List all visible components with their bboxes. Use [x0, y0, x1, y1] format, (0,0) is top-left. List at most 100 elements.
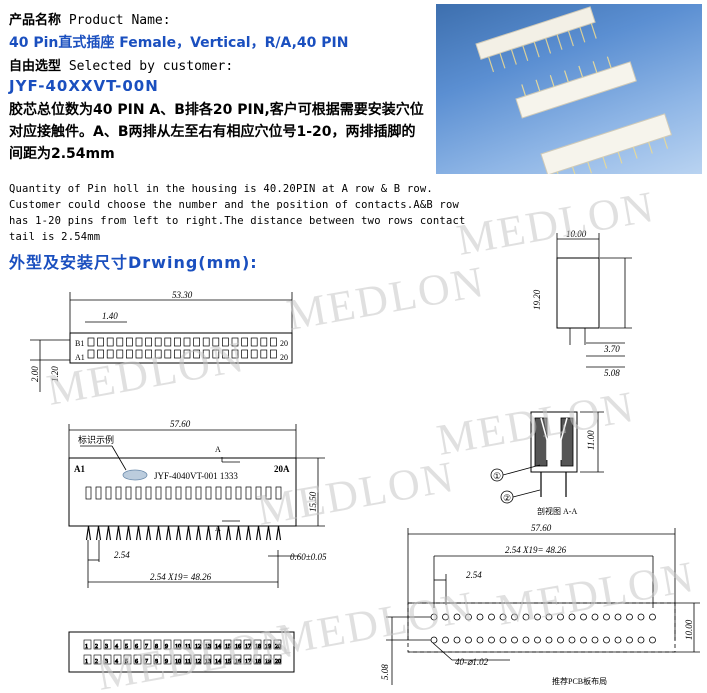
bottom-cell — [133, 654, 142, 665]
bottom-number: 11 — [185, 659, 191, 665]
top-pin-cell — [164, 349, 172, 359]
bottom-number: 8 — [155, 644, 158, 650]
side-d2-dim: 5.08 — [604, 368, 620, 378]
top-pin-cell — [183, 337, 191, 347]
pcb-hole — [476, 613, 484, 621]
front-marking-label: 标识示例 — [78, 434, 114, 445]
bottom-number: 5 — [125, 644, 128, 650]
pcb-pitch-dim: 2.54 — [466, 570, 482, 580]
bottom-number: 12 — [195, 659, 201, 665]
top-label-20a: 20 — [280, 353, 288, 362]
bottom-number: 18 — [255, 659, 261, 665]
pcb-holes-dim: 40-⌀1.02 — [455, 657, 489, 667]
pcb-hole — [430, 636, 438, 644]
bottom-cell — [173, 654, 182, 665]
top-pin-cell — [222, 349, 229, 359]
bottom-cell — [163, 654, 172, 665]
pcb-hole — [522, 636, 530, 644]
bottom-cell — [153, 654, 162, 665]
front-width-dim: 57.60 — [170, 419, 191, 429]
bottom-number: 3 — [105, 644, 108, 650]
front-pin-dim: 0.60±0.05 — [290, 552, 327, 562]
top-h2-dim: 1.20 — [50, 366, 60, 382]
selection-heading: 自由选型 Selected by customer: — [9, 55, 233, 74]
bottom-number: 15 — [225, 644, 231, 650]
front-pin — [165, 525, 170, 541]
bottom-number: 16 — [235, 644, 241, 650]
top-pin-cell — [241, 349, 248, 359]
section-caption: 剖视图 A-A — [537, 506, 577, 516]
pcb-hole — [568, 613, 576, 621]
pcb-hole — [591, 636, 599, 644]
top-pin-cell — [270, 337, 277, 347]
model-number: JYF-40XXVT-00N — [9, 77, 159, 95]
pcb-hole — [614, 636, 622, 644]
bottom-number: 12 — [195, 644, 201, 650]
bottom-number: 6 — [135, 659, 138, 665]
front-pin — [97, 525, 102, 541]
top-pin-cell — [222, 337, 229, 347]
top-pin-cell — [145, 337, 152, 347]
front-pitch-dim: 2.54 — [114, 550, 130, 560]
bottom-cell — [113, 654, 122, 665]
top-pin-cell — [87, 337, 95, 347]
front-slot — [165, 486, 172, 500]
top-pin-cell — [97, 337, 104, 347]
bottom-cell — [273, 654, 282, 665]
bottom-number: 16 — [235, 659, 241, 665]
top-width-dim: 53.30 — [172, 290, 193, 300]
top-pin-cell — [270, 349, 277, 359]
pcb-caption: 推荐PCB板布局 — [552, 676, 607, 686]
bottom-number: 20 — [275, 659, 281, 665]
side-view: 10.00 19.20 3.70 5.08 — [532, 229, 632, 378]
front-pin — [215, 525, 220, 541]
pcb-hole — [511, 613, 518, 621]
bottom-number: 4 — [115, 644, 118, 650]
front-pin — [187, 525, 192, 541]
front-pin — [207, 525, 212, 541]
pcb-hole — [488, 636, 495, 644]
top-pin-cell — [260, 349, 268, 359]
watermarks: MEDLON MEDLON MEDLON MEDLON MEDLON MEDLO… — [43, 182, 699, 693]
pcb-hole — [465, 613, 472, 621]
bottom-cell — [93, 654, 102, 665]
bottom-cell — [123, 639, 132, 650]
top-pin-cell — [154, 349, 162, 359]
pcb-hole — [545, 636, 553, 644]
front-pin — [247, 525, 252, 541]
selection-cn: 自由选型 — [9, 59, 62, 74]
pcb-hole — [580, 636, 587, 644]
top-pin-cell — [202, 337, 210, 347]
front-slot — [85, 486, 92, 500]
bottom-number: 13 — [205, 644, 211, 650]
bottom-cell — [243, 639, 252, 650]
drawing-title: 外型及安装尺寸Drwing(mm): — [9, 253, 258, 272]
front-pin — [205, 525, 210, 541]
front-pin — [237, 525, 242, 541]
bottom-cell — [153, 639, 162, 650]
front-slot — [135, 486, 142, 500]
top-pin-cell — [116, 337, 124, 347]
bottom-number: 7 — [145, 659, 148, 665]
pcb-hole — [614, 613, 622, 621]
front-slot — [215, 486, 222, 500]
front-right-label: 20A — [274, 464, 290, 474]
bottom-cell — [183, 639, 192, 650]
bottom-number: 6 — [135, 644, 138, 650]
bottom-cell — [93, 639, 102, 650]
watermark-6: MEDLON — [493, 552, 699, 635]
bottom-number: 15 — [225, 659, 231, 665]
top-pin-cell — [87, 349, 95, 359]
bottom-number: 20 — [275, 644, 281, 650]
bottom-number: 19 — [265, 659, 271, 665]
bottom-cell — [183, 654, 192, 665]
top-label-20b: 20 — [280, 339, 288, 348]
pcb-hole — [499, 636, 507, 644]
pcb-hole — [568, 636, 576, 644]
top-pin-cell — [250, 349, 258, 359]
front-left-label: A1 — [74, 464, 85, 474]
front-pin — [225, 525, 230, 541]
front-pin — [145, 525, 150, 541]
front-slot — [275, 486, 282, 500]
front-slot — [235, 486, 242, 500]
